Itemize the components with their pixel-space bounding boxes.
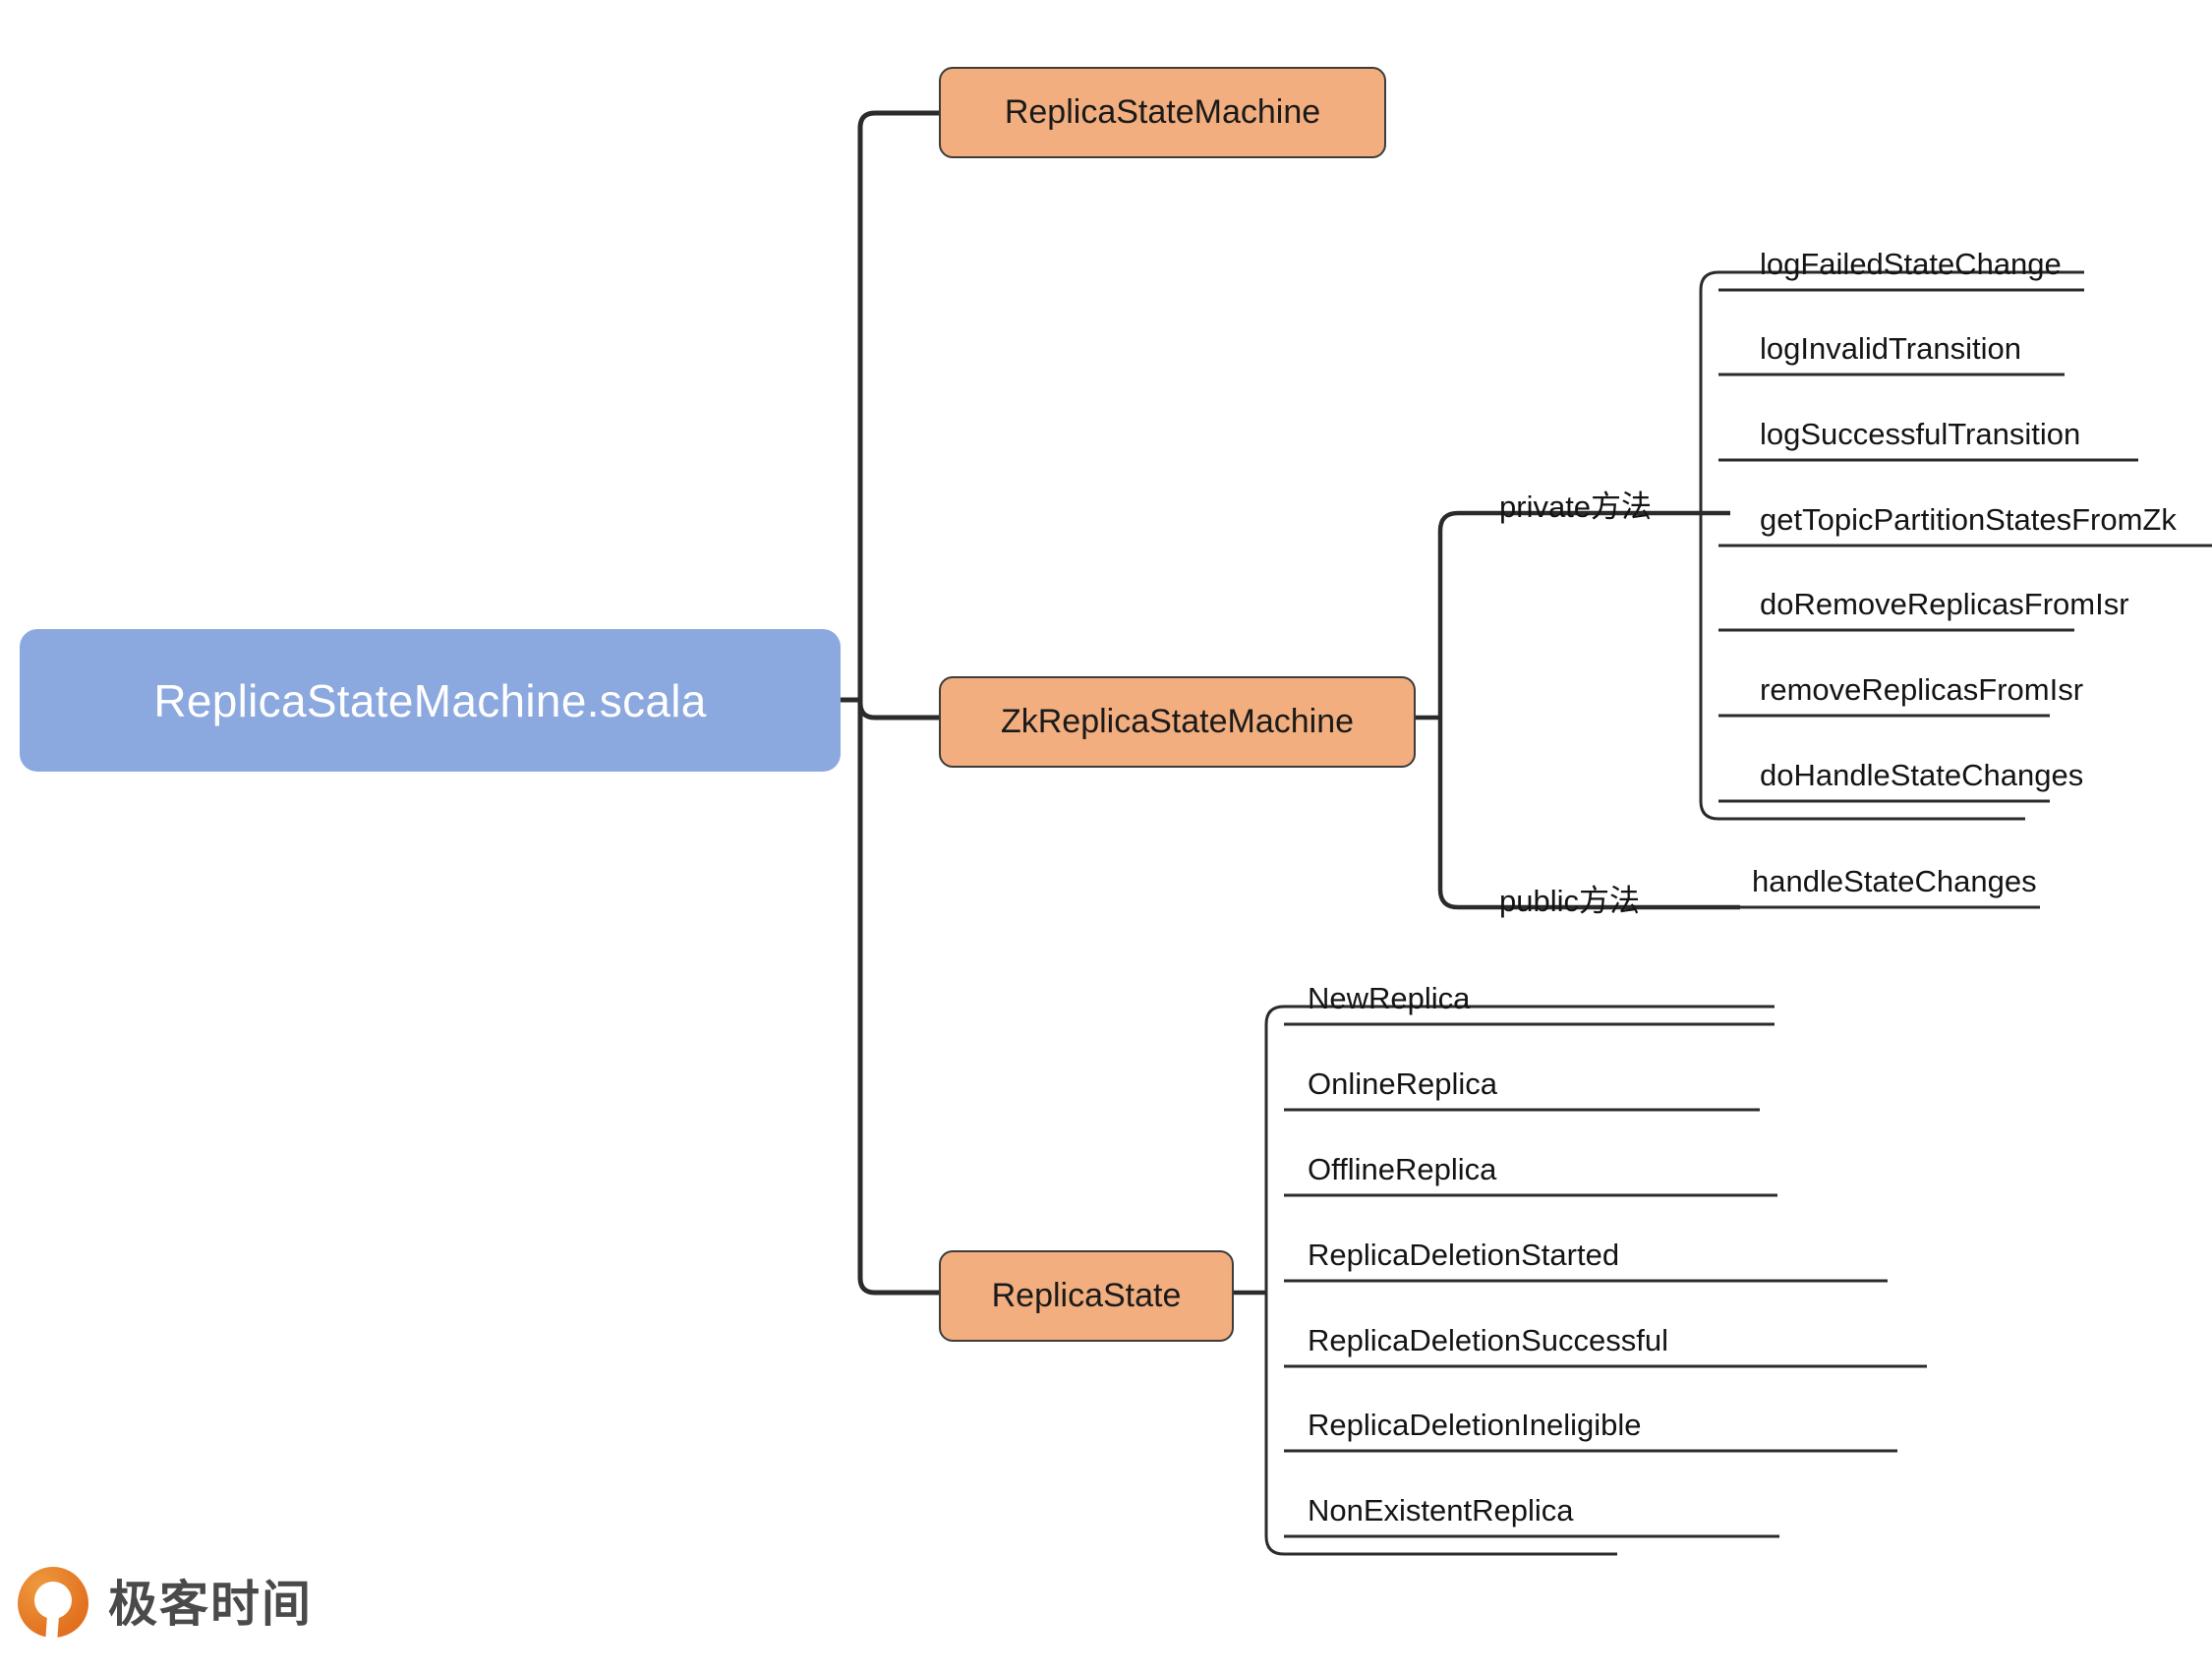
branch-node-label: ZkReplicaStateMachine xyxy=(1000,703,1355,740)
leaf-item-handle-state-changes: handleStateChanges xyxy=(1752,864,2037,898)
root-node[interactable]: ReplicaStateMachine.scala xyxy=(20,629,841,772)
leaf-item-get-topic-partition-states-from-zk: getTopicPartitionStatesFromZk xyxy=(1760,502,2177,537)
leaf-item-replica-deletion-started: ReplicaDeletionStarted xyxy=(1308,1238,1620,1272)
branch-node-replicastatemachine[interactable]: ReplicaStateMachine xyxy=(939,67,1386,158)
leaf-item-log-successful-transition: logSuccessfulTransition xyxy=(1760,417,2081,451)
branch-node-zkreplicastatemachine[interactable]: ZkReplicaStateMachine xyxy=(939,676,1416,768)
leaf-item-replica-deletion-successful: ReplicaDeletionSuccessful xyxy=(1308,1323,1669,1357)
leaf-item-do-handle-state-changes: doHandleStateChanges xyxy=(1760,758,2084,792)
leaf-item-log-failed-state-change: logFailedStateChange xyxy=(1760,247,2062,281)
group-label-public-methods: public方法 xyxy=(1499,884,1640,918)
geektime-logo: 极客时间 xyxy=(18,1567,313,1642)
leaf-item-offline-replica: OfflineReplica xyxy=(1308,1152,1497,1186)
leaf-item-do-remove-replicas-from-isr: doRemoveReplicasFromIsr xyxy=(1760,587,2129,621)
leaf-item-replica-deletion-ineligible: ReplicaDeletionIneligible xyxy=(1308,1408,1642,1442)
leaf-item-non-existent-replica: NonExistentReplica xyxy=(1308,1493,1574,1528)
leaf-item-log-invalid-transition: logInvalidTransition xyxy=(1760,331,2021,366)
leaf-item-remove-replicas-from-isr: removeReplicasFromIsr xyxy=(1760,672,2084,707)
branch-node-label: ReplicaStateMachine xyxy=(1004,93,1321,131)
branch-node-replicastate[interactable]: ReplicaState xyxy=(939,1250,1234,1342)
leaf-item-new-replica: NewReplica xyxy=(1308,981,1471,1015)
leaf-item-online-replica: OnlineReplica xyxy=(1308,1067,1497,1101)
root-node-label: ReplicaStateMachine.scala xyxy=(153,674,707,726)
geektime-wordmark: 极客时间 xyxy=(108,1577,313,1632)
branch-node-label: ReplicaState xyxy=(991,1277,1182,1314)
group-label-private-methods: private方法 xyxy=(1499,490,1653,524)
geektime-mark-icon xyxy=(18,1567,88,1642)
